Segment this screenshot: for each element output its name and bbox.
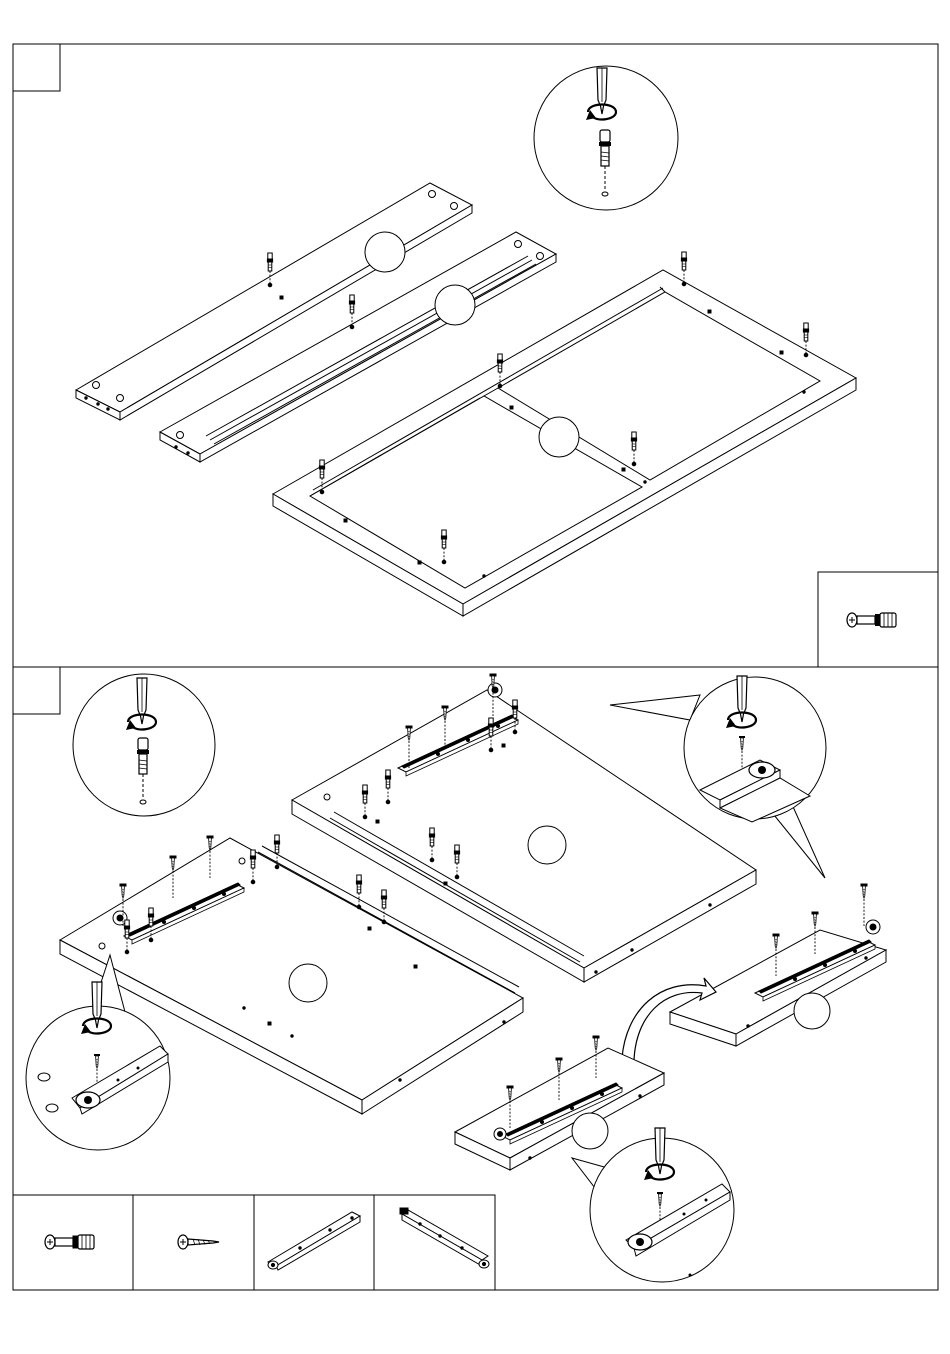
step-number-box-1 xyxy=(13,44,60,91)
drawer-runner-right-icon xyxy=(400,1208,489,1268)
cam-dowel-icon xyxy=(847,613,896,627)
step-1 xyxy=(13,44,938,667)
frame-panel xyxy=(273,252,856,616)
drawer-runner-left-icon xyxy=(268,1212,360,1270)
wood-screw-icon xyxy=(178,1235,219,1249)
step-number-box-2 xyxy=(13,667,60,714)
cam-dowel-icon xyxy=(45,1235,94,1249)
cam-dowel-screw-in-detail xyxy=(534,66,678,210)
hardware-legend-step-2 xyxy=(13,1195,495,1290)
step-2 xyxy=(13,667,886,1290)
runner-screw-detail-bottom xyxy=(572,1128,734,1282)
cam-dowel-screw-in-detail xyxy=(73,674,215,816)
hardware-legend-step-1 xyxy=(818,572,938,667)
